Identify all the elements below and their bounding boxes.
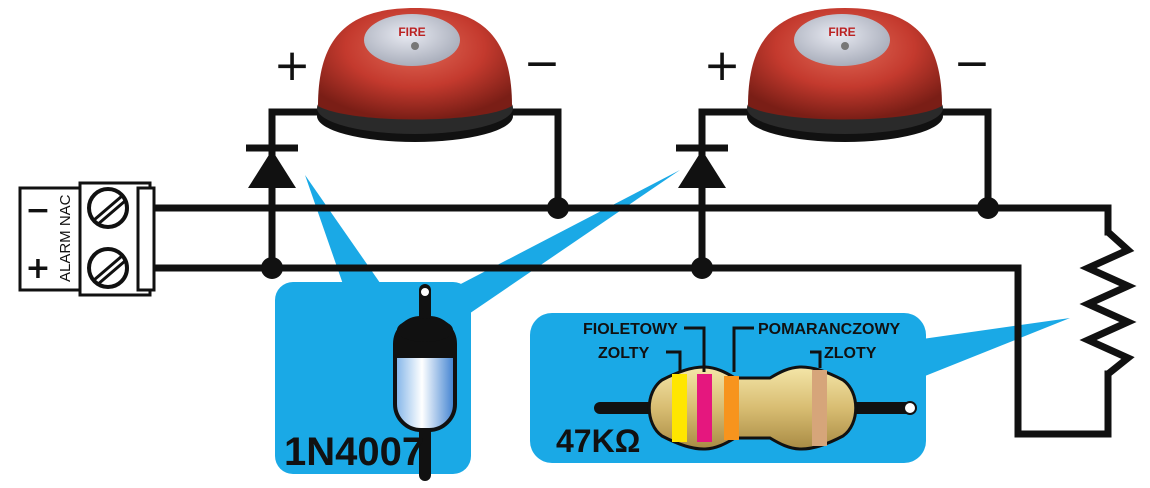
diode-callout-tail-1 <box>305 175 385 290</box>
terminal-screw-bottom[interactable] <box>87 247 129 289</box>
band-zolty <box>672 374 687 442</box>
bell-1-label: FIRE <box>398 25 425 39</box>
wires <box>146 108 1112 438</box>
band-label-pomaranczowy: POMARANCZOWY <box>758 321 901 338</box>
terminal-minus-sign: − <box>25 193 50 228</box>
bell-1-plus: + <box>274 40 311 91</box>
terminal-screw-top[interactable] <box>87 187 129 229</box>
bell-2-label: FIRE <box>828 25 855 39</box>
band-label-fioletowy: FIOLETOWY <box>583 321 678 338</box>
resistor-callout-tail <box>880 318 1070 390</box>
band-leaders <box>666 326 822 372</box>
bell-2-plus: + <box>704 40 741 91</box>
junction-dots <box>261 197 999 279</box>
terminal-label: ALARM NAC <box>57 194 74 282</box>
resistor-value: 47KΩ <box>556 423 640 459</box>
diode-label: 1N4007 <box>284 430 424 474</box>
bell-2-minus: − <box>954 38 991 89</box>
diode-symbol-2 <box>676 144 728 188</box>
diode-component <box>393 284 457 481</box>
bell-1: FIRE + − <box>274 8 561 142</box>
terminal-plus-sign: + <box>25 251 50 286</box>
band-fioletowy <box>697 374 712 442</box>
band-pomaranczowy <box>724 376 739 440</box>
bell-1-minus: − <box>524 38 561 89</box>
resistor-symbol <box>1079 229 1137 377</box>
terminal-block: − + ALARM NAC <box>18 181 156 297</box>
band-label-zloty: ZLOTY <box>824 345 877 362</box>
diode-symbol-1 <box>246 144 298 188</box>
band-label-zolty: ZOLTY <box>598 345 650 362</box>
resistor-component <box>594 365 917 451</box>
bell-2: FIRE + − <box>704 8 991 142</box>
band-zloty <box>812 370 827 446</box>
